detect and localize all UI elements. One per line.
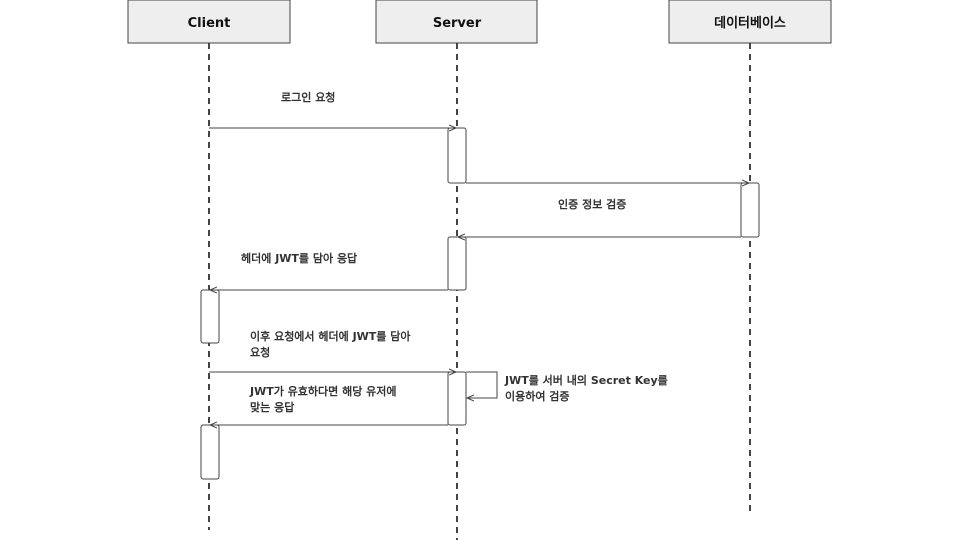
actor-server-label: Server: [433, 16, 482, 31]
server-activation-response: [447, 236, 467, 291]
actor-database-label: 데이터베이스: [714, 15, 786, 31]
self-verify-arrow: [466, 371, 498, 398]
jwt-response-label: 헤더에 JWT를 담아 응답: [241, 251, 357, 265]
verify-credentials-label: 인증 정보 검증: [558, 197, 626, 211]
server-activation-login: [447, 127, 467, 184]
self-verify-label: JWT를 서버 내의 Secret Key를 이용하여 검증: [504, 373, 672, 403]
client-activation-receive: [200, 289, 220, 344]
valid-response-label: JWT가 유효하다면 해당 유저에 맞는 응답: [249, 384, 400, 414]
login-request-label: 로그인 요청: [281, 90, 335, 104]
subsequent-request-label: 이후 요청에서 헤더에 JWT를 담아 요청: [250, 329, 414, 359]
client-activation-final: [200, 424, 220, 480]
actor-server: Server: [375, 0, 538, 44]
database-activation: [740, 182, 760, 238]
actor-database: 데이터베이스: [668, 0, 832, 44]
server-activation-verify: [447, 371, 467, 426]
actor-client: Client: [127, 0, 291, 44]
actor-client-label: Client: [188, 16, 231, 31]
